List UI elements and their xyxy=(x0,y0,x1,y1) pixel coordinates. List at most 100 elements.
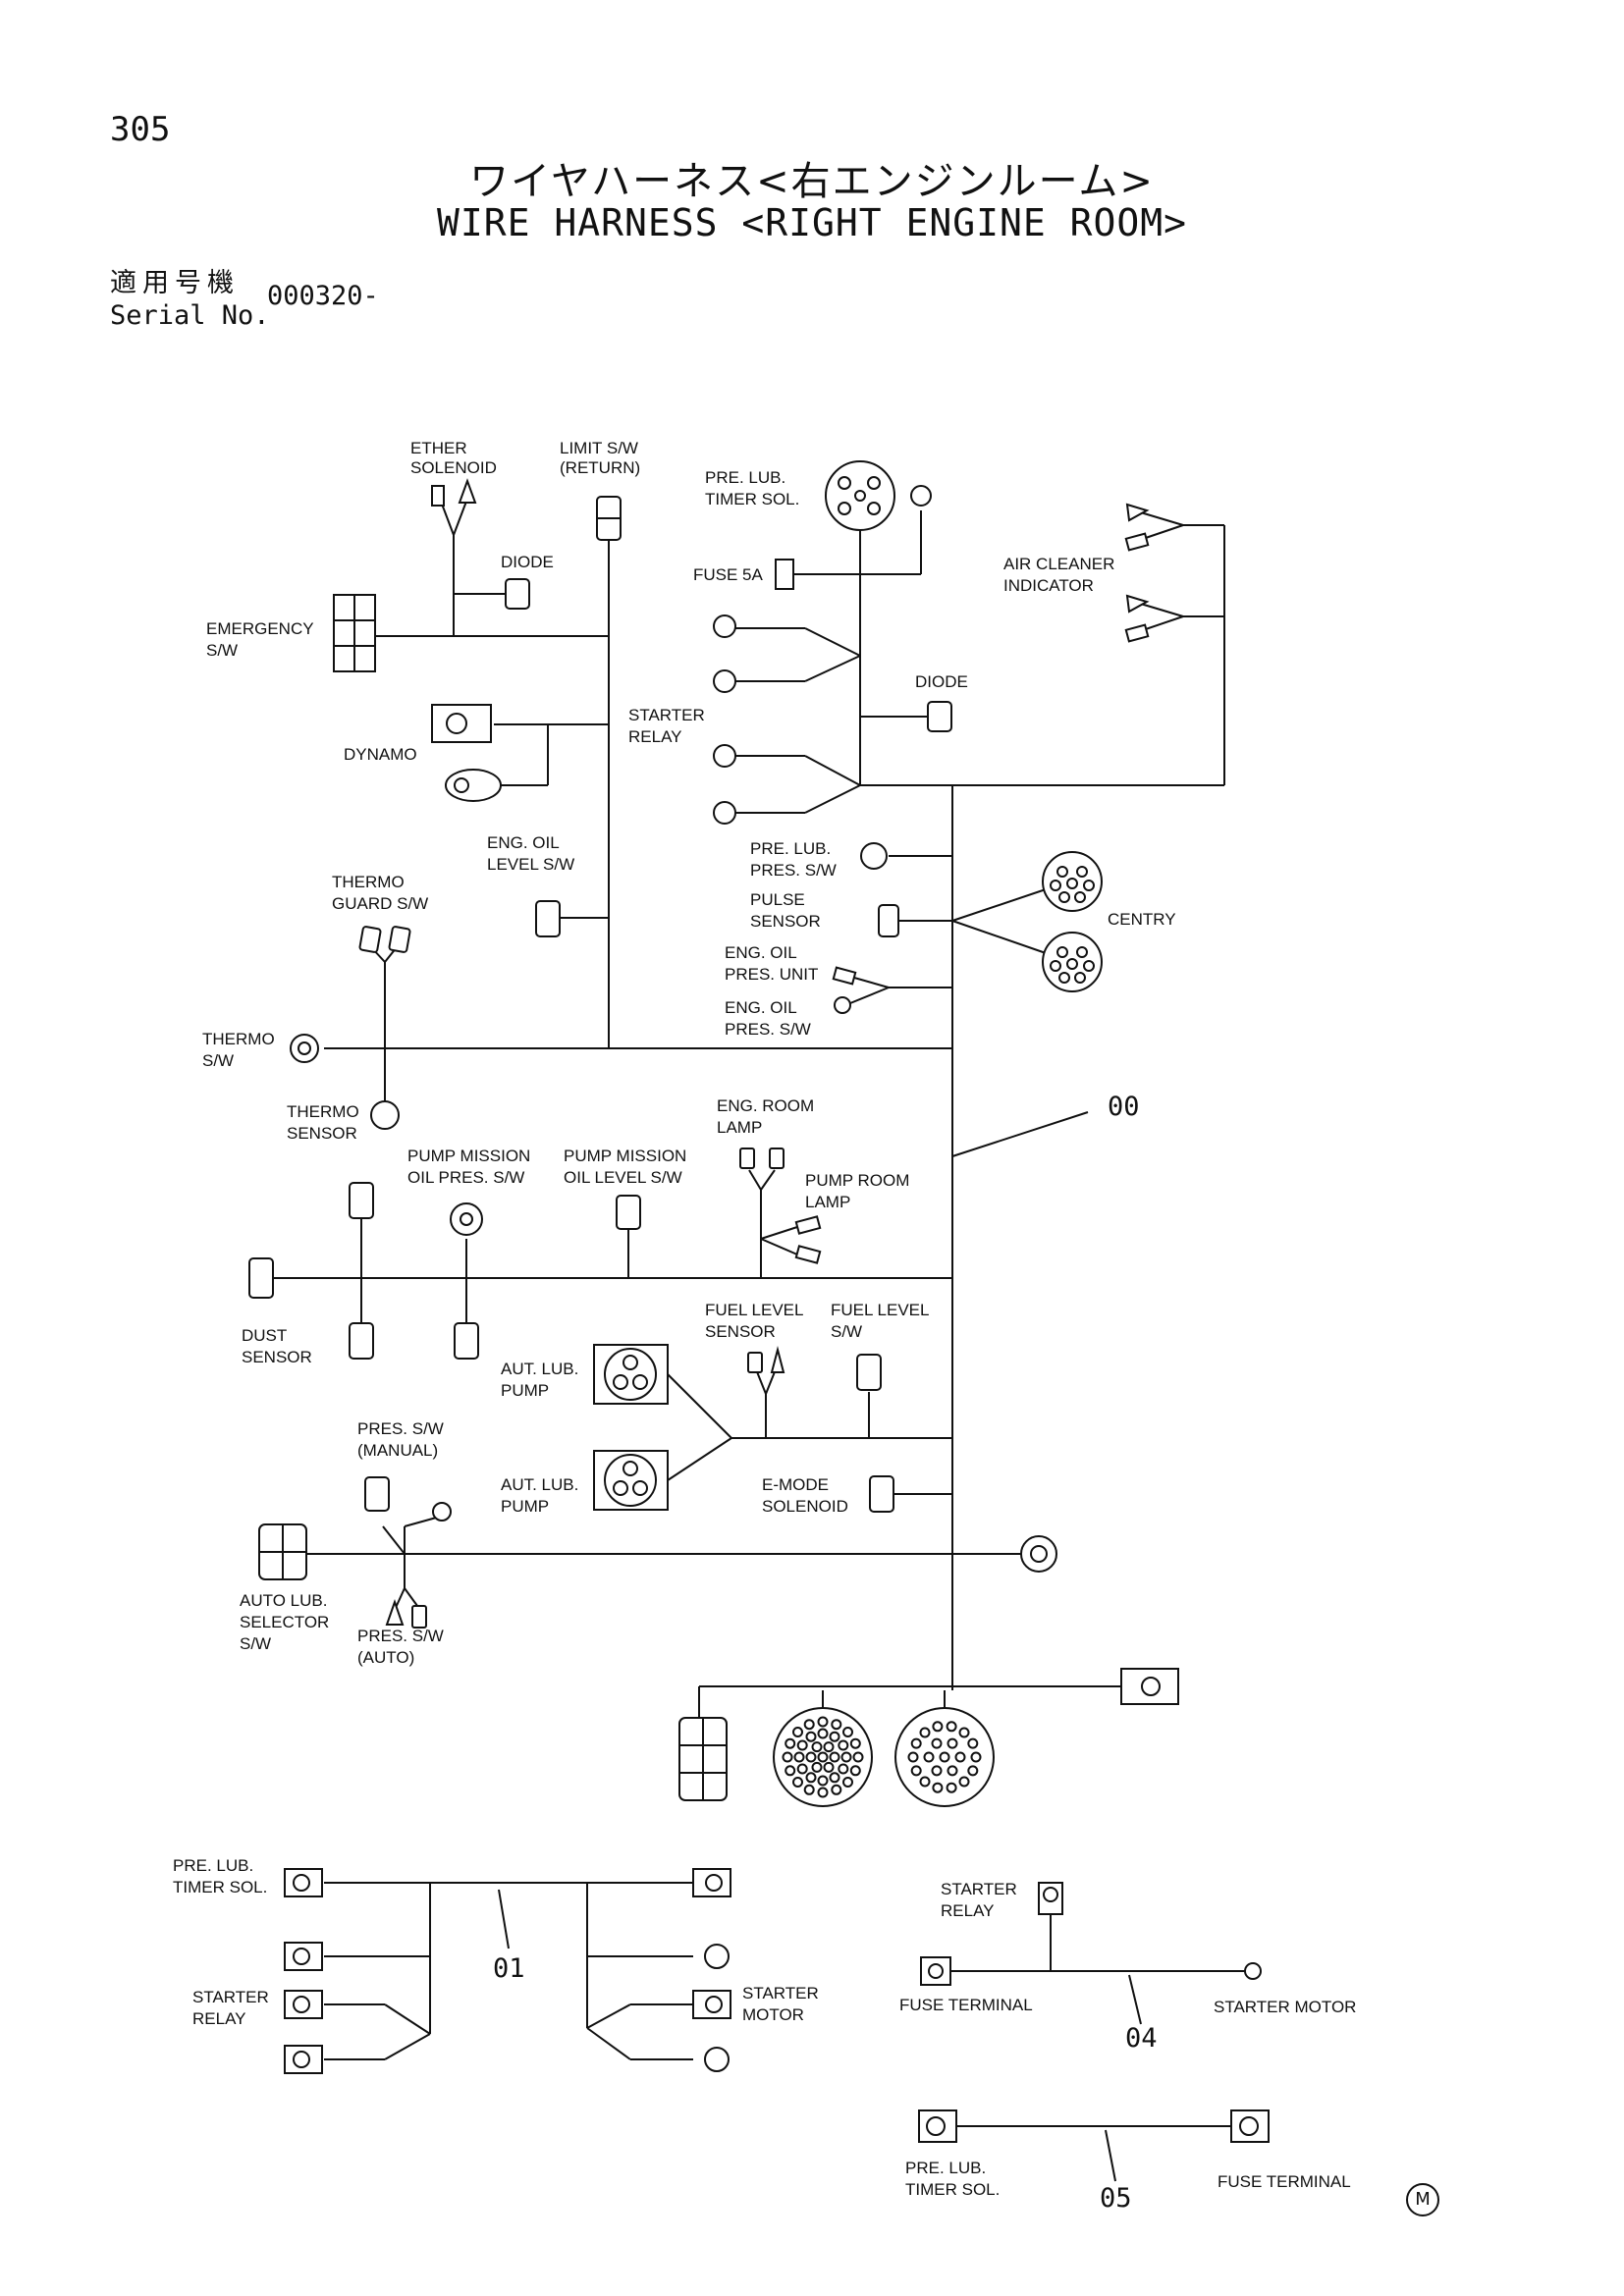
connector-pin xyxy=(792,1777,803,1788)
label-pulse-sensor-2: SENSOR xyxy=(750,912,821,931)
connector-pin xyxy=(823,1761,835,1773)
diode-top-connector xyxy=(505,578,530,610)
label-pres-sw-auto-2: (AUTO) xyxy=(357,1648,414,1667)
e-mode-solenoid-connector xyxy=(869,1475,894,1513)
label-thermo-sensor-2: SENSOR xyxy=(287,1124,357,1143)
connector-pin xyxy=(817,1716,829,1728)
serial-label-japanese: 適用号機 xyxy=(110,268,240,298)
thermo-guard-sw-connector xyxy=(358,926,382,953)
connector-pin xyxy=(910,1765,922,1777)
connector-pin xyxy=(931,1765,943,1777)
connector-pin xyxy=(793,1751,805,1763)
label-pump-mission-oil-level-1: PUMP MISSION xyxy=(564,1147,686,1165)
label-eng-oil-level-2: LEVEL S/W xyxy=(487,855,574,874)
pres-sw-manual-connector xyxy=(364,1476,390,1512)
label-thermo-guard-2: GUARD S/W xyxy=(332,894,428,913)
connector-pin xyxy=(817,1775,829,1787)
sub01-label-pre-lub-1: PRE. LUB. xyxy=(173,1856,253,1875)
label-starter-relay-1: STARTER xyxy=(628,706,705,724)
connector-pin xyxy=(842,1777,853,1788)
label-fuel-level-sw-2: S/W xyxy=(831,1322,862,1341)
label-limit-sw-1: LIMIT S/W xyxy=(560,439,638,457)
label-pump-room-lamp-2: LAMP xyxy=(805,1193,850,1211)
label-pre-lub-pres-sw-1: PRE. LUB. xyxy=(750,839,831,858)
label-auto-lub-selector-1: AUTO LUB. xyxy=(240,1591,327,1610)
pre-lub-timer-sol-terminal xyxy=(910,485,932,507)
label-thermo-sw-2: S/W xyxy=(202,1051,234,1070)
dust-harness-connector-lower xyxy=(349,1322,374,1360)
label-pres-sw-auto-1: PRES. S/W xyxy=(357,1627,444,1645)
label-pump-mission-oil-level-2: OIL LEVEL S/W xyxy=(564,1168,682,1187)
connector-pin xyxy=(947,1737,958,1749)
label-pump-room-lamp-1: PUMP ROOM xyxy=(805,1171,909,1190)
starter-relay-ring-terminal xyxy=(713,614,736,638)
connector-pin xyxy=(967,1737,979,1749)
connector-pin xyxy=(923,1751,935,1763)
connector-pin xyxy=(842,1727,853,1737)
serial-number-value: 000320- xyxy=(267,281,379,311)
label-eng-room-lamp-2: LAMP xyxy=(717,1118,762,1137)
connector-pin xyxy=(805,1772,817,1784)
ether-solenoid-connector xyxy=(431,485,445,507)
pres-sw-auto-terminal xyxy=(385,1598,405,1626)
connector-pin xyxy=(849,1765,861,1777)
part-ref-01: 01 xyxy=(493,1953,525,1984)
part-ref-00: 00 xyxy=(1108,1092,1140,1122)
pres-sw-manual-terminal xyxy=(432,1502,452,1522)
connector-pin xyxy=(849,1737,861,1749)
connector-pin xyxy=(803,1784,815,1795)
sub01-right-ring-terminal-2 xyxy=(704,2047,730,2072)
main-harness-labels: ETHER SOLENOID LIMIT S/W (RETURN) PRE. L… xyxy=(202,439,1176,1667)
connector-pin xyxy=(829,1751,840,1763)
label-pump-mission-oil-pres-1: PUMP MISSION xyxy=(407,1147,530,1165)
label-pre-lub-pres-sw-2: PRES. S/W xyxy=(750,861,837,880)
thermo-sensor xyxy=(370,1100,400,1130)
label-aut-lub-pump-1a: AUT. LUB. xyxy=(501,1360,578,1378)
connector-pin xyxy=(811,1741,823,1753)
connector-pin xyxy=(838,1739,849,1751)
sub04-label-starter-relay-2: RELAY xyxy=(941,1901,995,1920)
label-diode-top: DIODE xyxy=(501,553,554,571)
pump-mission-oil-level-sw-connector xyxy=(616,1195,641,1230)
connector-pin xyxy=(958,1727,970,1738)
connector-pin xyxy=(840,1751,852,1763)
sub05-label-pre-lub-1: PRE. LUB. xyxy=(905,2159,986,2177)
page-title-english: WIRE HARNESS <RIGHT ENGINE ROOM> xyxy=(436,201,1188,244)
sub04-label-starter-relay-1: STARTER xyxy=(941,1880,1017,1898)
connector-pin xyxy=(967,1765,979,1777)
connector-pin xyxy=(785,1765,796,1777)
label-thermo-guard-1: THERMO xyxy=(332,873,405,891)
dust-sensor-connector xyxy=(248,1257,274,1299)
label-eng-oil-level-1: ENG. OIL xyxy=(487,833,560,852)
label-e-mode-solenoid-1: E-MODE xyxy=(762,1475,829,1494)
fuel-level-sensor-connector xyxy=(747,1352,763,1373)
label-eng-room-lamp-1: ENG. ROOM xyxy=(717,1096,814,1115)
connector-pin xyxy=(811,1761,823,1773)
dynamo-terminal xyxy=(445,769,502,802)
connector-pin xyxy=(958,1776,970,1788)
label-auto-lub-selector-3: S/W xyxy=(240,1634,271,1653)
label-fuel-level-sw-1: FUEL LEVEL xyxy=(831,1301,929,1319)
sub05-label-pre-lub-2: TIMER SOL. xyxy=(905,2180,1000,2199)
label-ether-solenoid-1: ETHER xyxy=(410,439,467,457)
connector-pin xyxy=(817,1751,829,1763)
label-fuel-level-sensor-2: SENSOR xyxy=(705,1322,776,1341)
label-starter-relay-2: RELAY xyxy=(628,727,682,746)
connector-pin xyxy=(939,1751,950,1763)
connector-pin xyxy=(954,1751,966,1763)
label-aut-lub-pump-2b: PUMP xyxy=(501,1497,549,1516)
label-emergency-sw-1: EMERGENCY xyxy=(206,619,314,638)
diode-right-connector xyxy=(927,701,952,732)
sub01-label-starter-relay-1: STARTER xyxy=(192,1988,269,2006)
label-emergency-sw-2: S/W xyxy=(206,641,238,660)
connector-pin xyxy=(805,1731,817,1742)
label-thermo-sensor-1: THERMO xyxy=(287,1102,359,1121)
fuel-level-sw-connector xyxy=(856,1354,882,1391)
connector-pin xyxy=(919,1727,931,1738)
connector-pin xyxy=(838,1763,849,1775)
connector-pin xyxy=(831,1784,842,1795)
label-pulse-sensor-1: PULSE xyxy=(750,890,805,909)
connector-pin xyxy=(932,1782,944,1793)
connector-pin xyxy=(796,1763,808,1775)
